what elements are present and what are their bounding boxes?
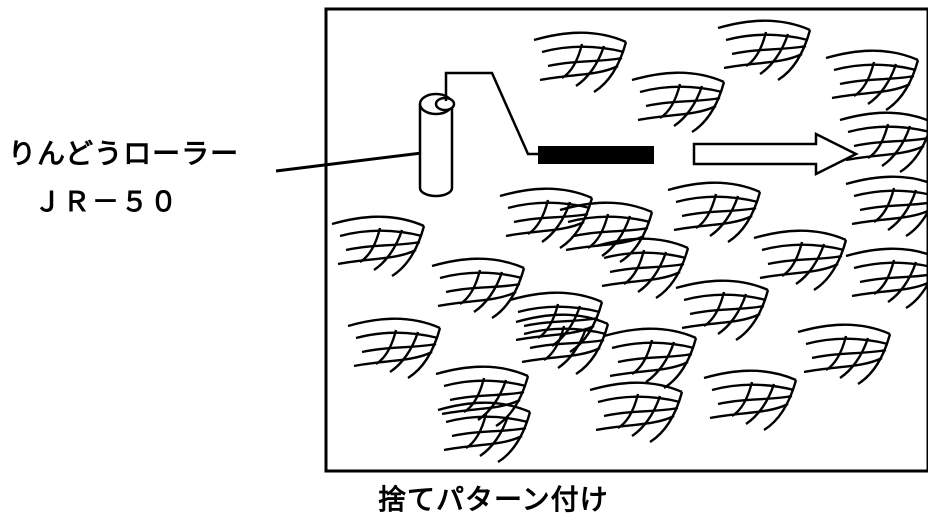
brush-stroke-mark [844,247,928,310]
brush-stroke-mark [824,49,920,112]
brush-stroke-mark [602,327,698,390]
brush-stroke-mark [674,279,770,342]
roller-name-label: りんどうローラー [8,137,240,170]
diagram-caption: 捨てパターン付け [378,483,609,516]
brush-stroke-mark [702,369,798,432]
leader-line [275,150,431,173]
right-arrow-icon [692,131,859,177]
brush-stroke-mark [594,237,690,300]
brush-stroke-mark [430,257,526,320]
paint-roller-icon [418,71,654,198]
roller-model-label: ＪＲ－５０ [34,187,179,218]
brush-stroke-mark [630,71,726,134]
brush-stroke-mark [588,381,684,444]
brush-stroke-mark [346,317,442,380]
brush-stroke-mark [498,187,594,250]
roller-grip [538,146,654,164]
brush-stroke-mark [752,229,848,292]
brush-stroke-mark [666,181,762,244]
brush-stroke-mark [532,31,628,94]
brush-stroke-mark [330,215,426,278]
brush-stroke-mark [844,175,928,238]
brush-stroke-mark [716,19,812,82]
brush-stroke-mark [838,111,928,174]
diagram-frame [324,7,928,473]
brush-stroke-pattern [330,19,928,464]
brush-stroke-mark [796,323,892,386]
